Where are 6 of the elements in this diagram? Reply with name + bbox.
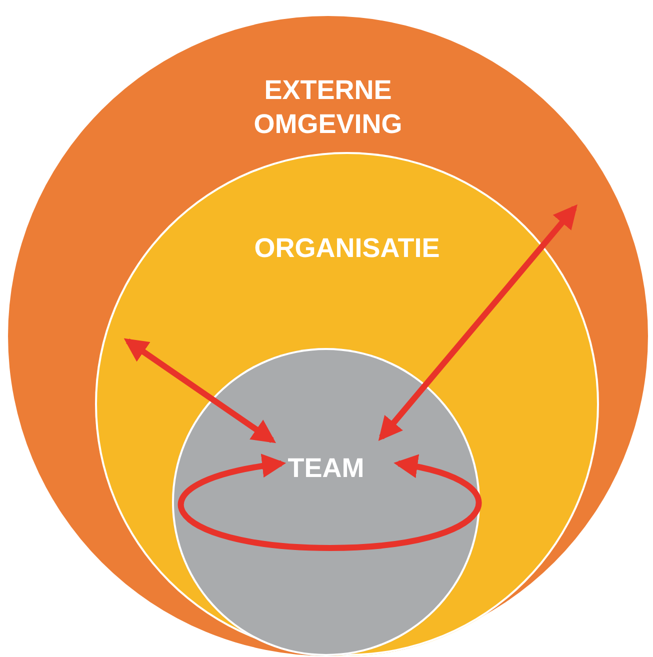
double-arrow (124, 338, 276, 444)
circle-label: ORGANISATIE (253, 232, 441, 265)
circle-label: TEAM (286, 452, 366, 485)
double-arrow (178, 454, 482, 551)
double-arrow (378, 204, 578, 441)
circle-label: EXTERNE OMGEVING (252, 74, 404, 141)
